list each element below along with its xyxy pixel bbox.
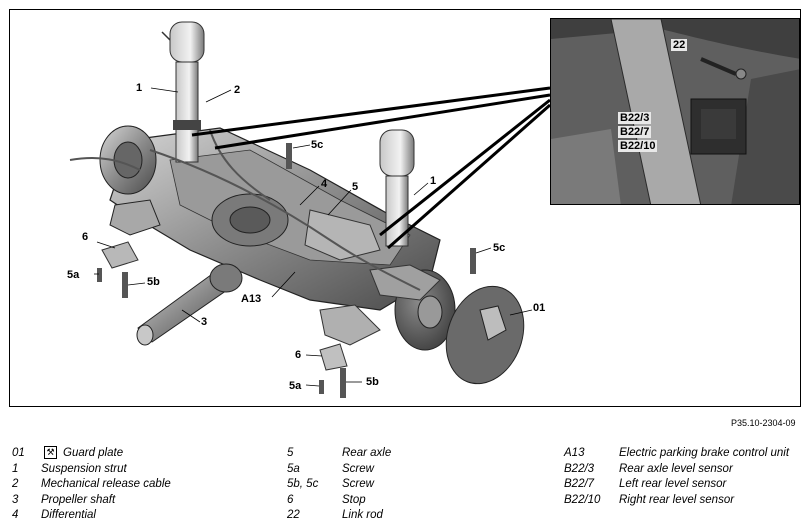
callout-1-left: 1 [136,82,143,94]
legend-text: Screw [342,462,374,475]
callout-5b-bottom: 5b [366,376,379,388]
legend-text: Screw [342,478,374,491]
callout-5b-left: 5b [147,276,160,288]
legend-item: 01 ⚒ Guard plate [12,446,171,462]
callout-5: 5 [352,181,359,193]
legend-key: 6 [287,493,294,506]
screw-5a-left [97,268,102,282]
label-b22-10: B22/10 [618,140,658,152]
propeller-shaft [136,263,243,346]
legend-key: 3 [12,493,19,506]
legend-item: 3 Propeller shaft [12,493,171,509]
callout-4: 4 [321,178,328,190]
callout-6-bottom: 6 [295,349,302,361]
legend-key: 5 [287,447,294,459]
legend-item: A13 Electric parking brake control unit [564,446,789,462]
legend-key: 1 [12,462,19,475]
label-b22-3: B22/3 [618,112,652,124]
callout-5a-bottom: 5a [289,380,302,392]
left-suspension-strut [161,21,205,163]
legend-item: 22 Link rod [287,508,391,524]
callout-6-left: 6 [82,231,89,243]
legend-key: 5b, 5c [287,478,319,491]
callout-01: 01 [533,302,546,314]
wrench-icon: ⚒ [44,446,57,459]
callout-22: 22 [671,39,688,51]
legend-text: Electric parking brake control unit [619,447,790,459]
legend-key: 5a [287,462,300,475]
screw-5a-bottom [319,380,324,394]
screw-5b-left [122,272,128,298]
legend-item: 5 Rear axle [287,446,391,462]
rear-axle-subframe [109,127,441,311]
diagram-frame: 1 2 5c 4 5 1 6 5a 5b 3 A13 5c 01 6 5a 5b… [9,9,801,407]
callout-1-right: 1 [430,175,437,187]
legend-text: Link rod [342,509,383,522]
stop-bottom [319,343,348,371]
callout-5c-top: 5c [311,139,324,151]
callout-5c-right: 5c [493,242,506,254]
legend-item: B22/10 Right rear level sensor [564,493,789,509]
legend-key: 22 [287,509,300,522]
legend-key: B22/7 [564,478,595,491]
legend-column-1: 01 ⚒ Guard plate 1 Suspension strut 2 Mechan… [12,446,171,524]
legend-text: Mechanical release cable [41,478,171,491]
screw-5c-right [470,248,476,274]
rear-axle-illustration [69,21,551,398]
guard-plate [445,285,525,385]
legend-key: 4 [12,509,19,522]
legend-key: A13 [564,447,585,459]
legend-text: Guard plate [63,447,124,459]
legend-text: Rear axle [342,447,392,459]
legend-text: Rear axle level sensor [619,462,733,475]
brake-cables [69,129,421,291]
figure-reference-code: P35.10-2304-09 [731,418,796,428]
legend-text: Differential [41,509,96,522]
legend-key: B22/3 [564,462,595,475]
callout-a13: A13 [241,293,262,305]
legend-column-3: A13 Electric parking brake control unit B… [564,446,789,508]
left-wheel-hub [99,125,161,236]
screw-5b-bottom [340,368,346,398]
stop-left [101,241,139,269]
leader-lines [94,87,533,387]
screw-5c-top [286,143,292,169]
legend-text: Propeller shaft [41,493,116,506]
legend-item: 6 Stop [287,493,391,509]
legend-item: B22/3 Rear axle level sensor [564,462,789,478]
legend-item: 2 Mechanical release cable [12,477,171,493]
right-suspension-strut [379,129,415,247]
legend-item: 1 Suspension strut [12,462,171,478]
legend-key: 01 [12,447,25,459]
legend-text: Right rear level sensor [619,493,735,506]
legend-item: 5a Screw [287,462,391,478]
legend-text: Suspension strut [41,462,127,475]
callout-5a-left: 5a [67,269,80,281]
legend-item: 4 Differential [12,508,171,524]
level-sensor-detail-inset: 22 B22/3 B22/7 B22/10 [550,18,800,205]
legend-key: B22/10 [564,493,601,506]
legend-item: B22/7 Left rear level sensor [564,477,789,493]
callout-2: 2 [234,84,241,96]
callout-3: 3 [201,316,208,328]
legend-text: Left rear level sensor [619,478,727,491]
inset-pointer-lines [191,86,551,250]
label-b22-7: B22/7 [618,126,652,138]
legend-item: 5b, 5c Screw [287,477,391,493]
legend-text: Stop [342,493,366,506]
legend-key: 2 [12,478,19,491]
